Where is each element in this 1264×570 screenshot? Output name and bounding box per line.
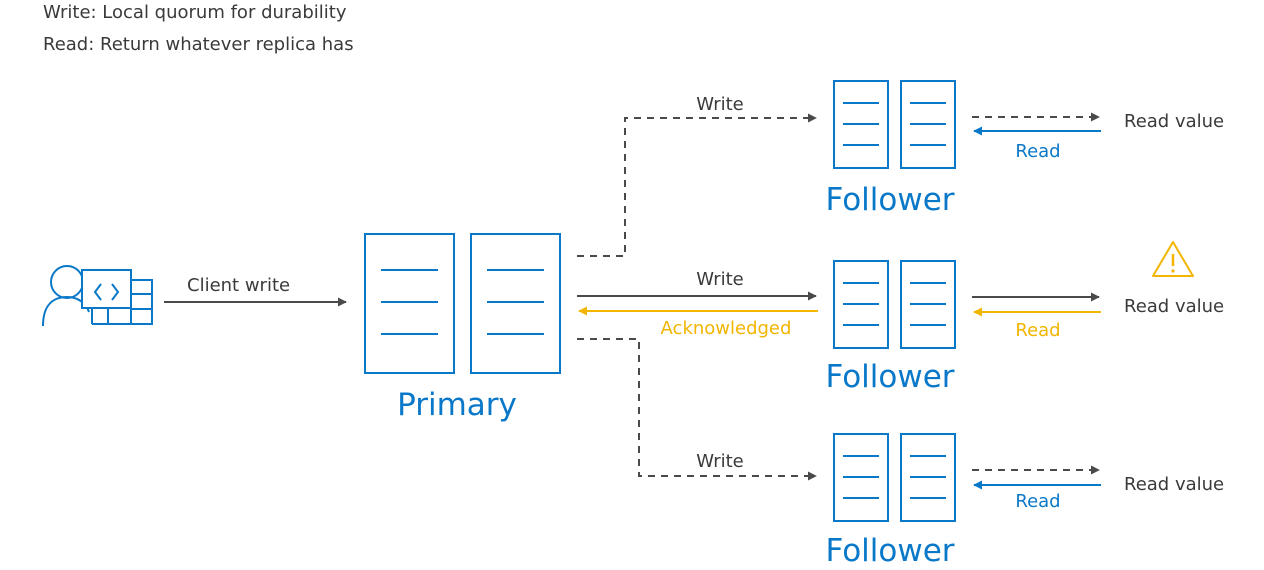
header-write-policy: Write: Local quorum for durability xyxy=(43,2,347,23)
primary-node xyxy=(364,233,561,374)
follower-label-2: Follower xyxy=(825,359,954,395)
follower-label-3: Follower xyxy=(825,533,954,569)
read-label-2: Read xyxy=(1015,320,1060,341)
follower-node-1 xyxy=(833,80,956,169)
read-value-label-1: Read value xyxy=(1124,111,1224,132)
read-label-1: Read xyxy=(1015,141,1060,162)
write-arrow-follower-1 xyxy=(577,113,817,257)
warning-icon xyxy=(1152,241,1194,277)
read-label-3: Read xyxy=(1015,491,1060,512)
header-read-policy: Read: Return whatever replica has xyxy=(43,34,354,55)
follower-label-1: Follower xyxy=(825,182,954,218)
ack-label: Acknowledged xyxy=(661,318,792,339)
developer-terminal-icon xyxy=(42,265,153,327)
write-arrow-follower-3 xyxy=(577,338,817,481)
write-label-1: Write xyxy=(696,94,744,115)
write-label-3: Write xyxy=(696,451,744,472)
follower-node-2 xyxy=(833,260,956,349)
primary-label: Primary xyxy=(397,387,517,423)
write-label-2: Write xyxy=(696,269,744,290)
read-value-label-3: Read value xyxy=(1124,474,1224,495)
read-value-label-2: Read value xyxy=(1124,296,1224,317)
follower-node-3 xyxy=(833,433,956,522)
client-write-label: Client write xyxy=(187,275,290,296)
